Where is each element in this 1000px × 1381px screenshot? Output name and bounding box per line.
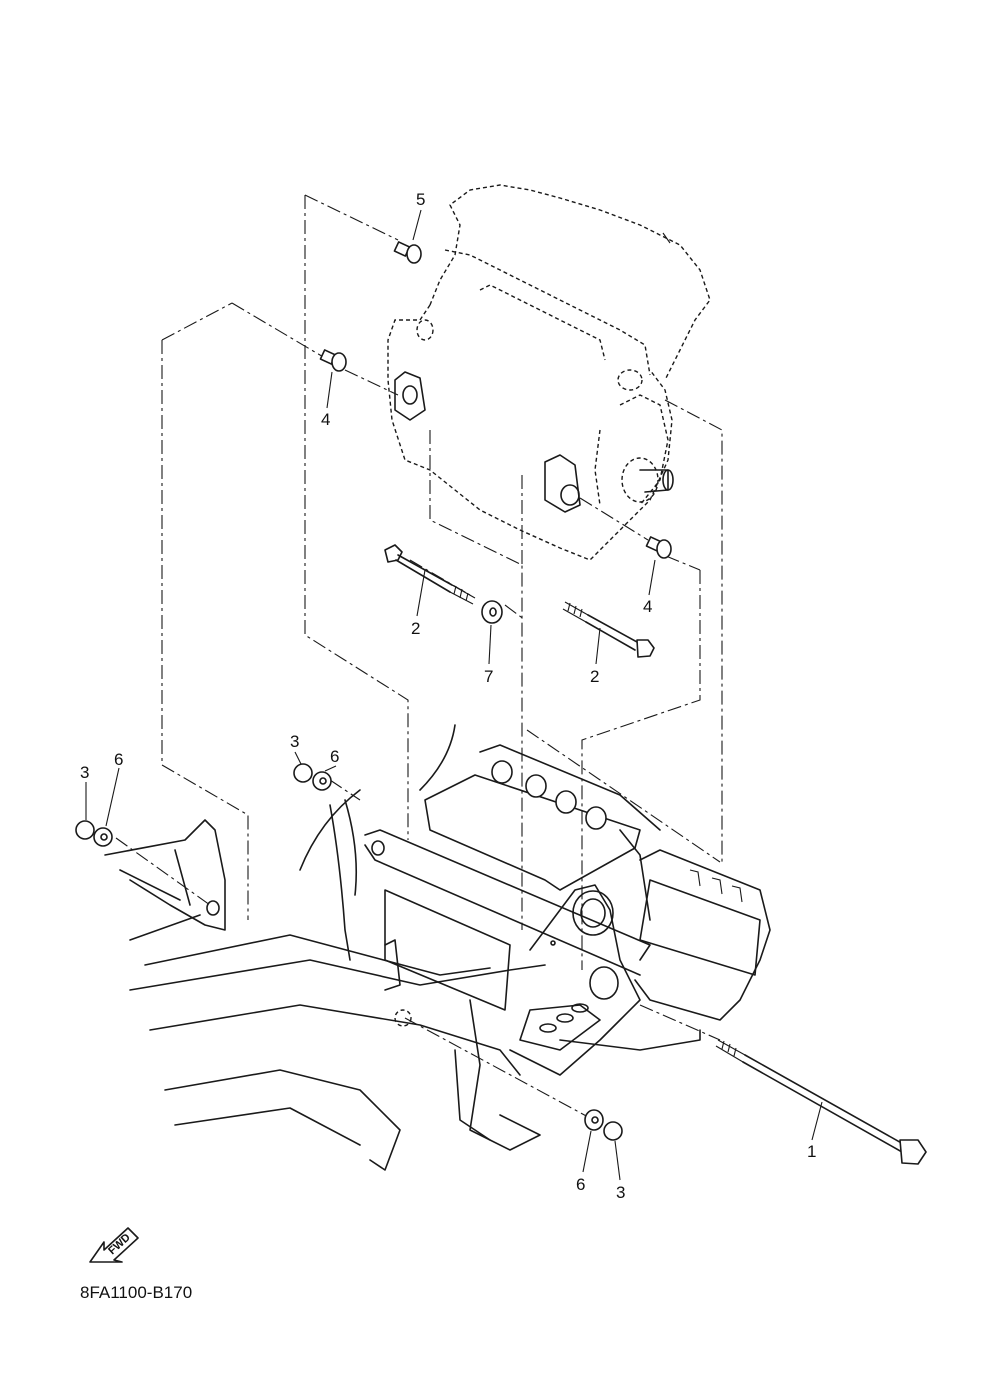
label-3-mid: 3	[290, 732, 299, 751]
label-2-right: 2	[590, 667, 599, 686]
diagram-code: 8FA1100-B170	[80, 1283, 192, 1302]
label-3-bottom: 3	[616, 1183, 625, 1202]
engine-outline	[387, 184, 711, 561]
label-7: 7	[484, 667, 493, 686]
washer-6-mid[interactable]	[312, 771, 332, 791]
bolt-4-right[interactable]	[645, 536, 672, 559]
label-4-right: 4	[643, 597, 652, 616]
bolt-4-upper[interactable]	[319, 349, 347, 372]
washer-6-left[interactable]	[93, 827, 113, 847]
washer-6-bottom[interactable]	[584, 1109, 604, 1131]
long-bolt-1[interactable]	[715, 1039, 927, 1165]
label-3-left: 3	[80, 763, 89, 782]
engine-mount-frame	[104, 724, 771, 1171]
label-2-left: 2	[411, 619, 420, 638]
assembly-reference-lines	[115, 194, 723, 1119]
label-5: 5	[416, 190, 425, 209]
label-6-left: 6	[114, 750, 123, 769]
label-6-mid: 6	[330, 747, 339, 766]
nut-3-mid[interactable]	[293, 763, 313, 783]
label-6-bottom: 6	[576, 1175, 585, 1194]
bolt-5[interactable]	[393, 241, 422, 264]
part-labels: 5 4 2 7 2 4 3 6 3 6 6 3 1	[80, 190, 816, 1202]
fwd-arrow: FWD	[89, 1227, 139, 1263]
label-4-upper: 4	[321, 410, 330, 429]
bolt-2-right[interactable]	[562, 601, 655, 658]
nut-3-left[interactable]	[75, 820, 95, 840]
nut-3-bottom[interactable]	[603, 1121, 623, 1141]
washer-7[interactable]	[481, 600, 503, 624]
label-leaders	[85, 209, 823, 1181]
label-1: 1	[807, 1142, 816, 1161]
bolt-2-left[interactable]	[384, 544, 476, 605]
